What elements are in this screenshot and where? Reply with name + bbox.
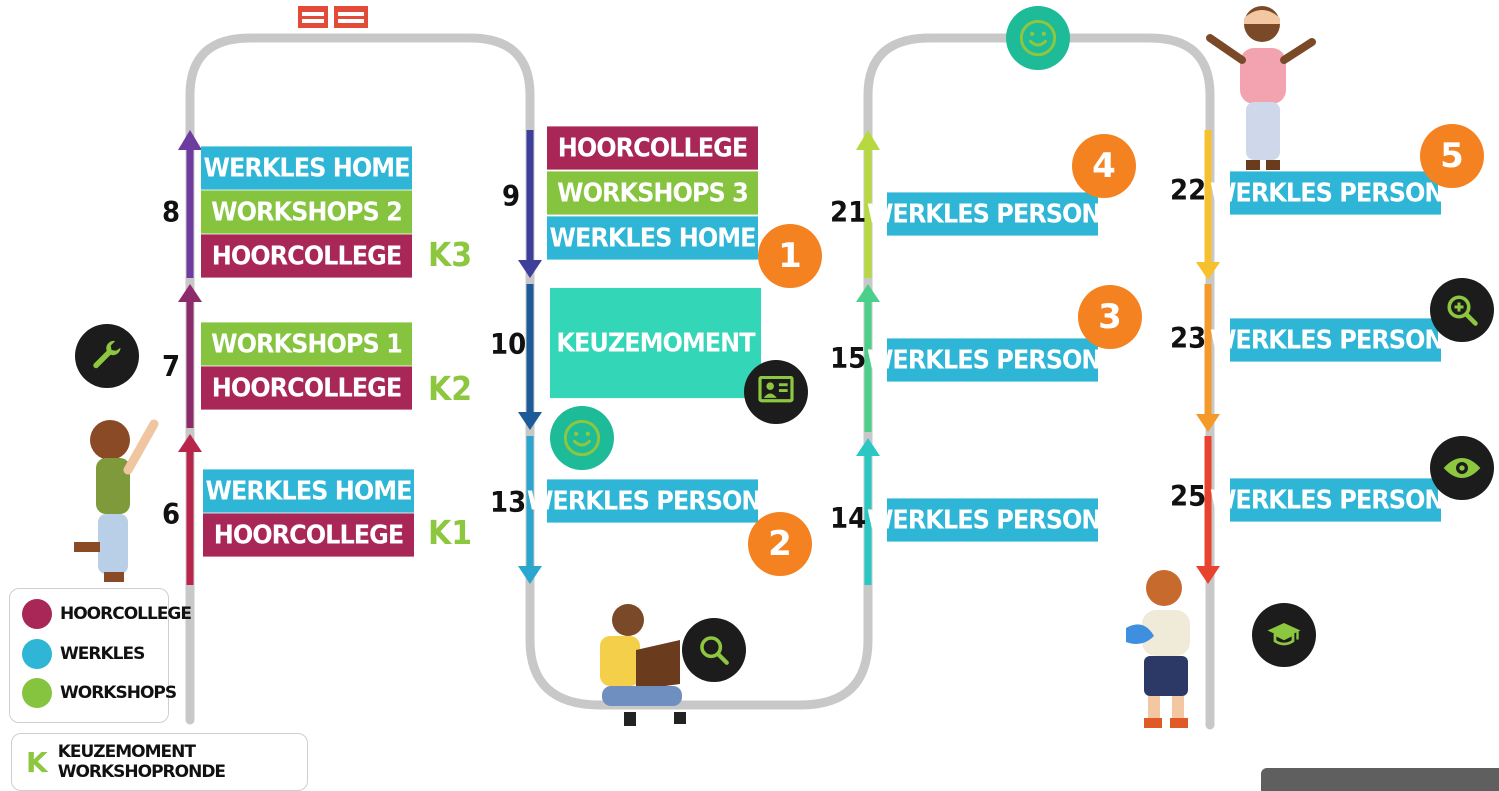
week-number-7: 7 <box>162 350 181 384</box>
legend-label: WERKLES <box>60 644 145 664</box>
arrow-head-week22 <box>1196 262 1220 280</box>
week-number-13: 13 <box>490 486 527 520</box>
week-number-14: 14 <box>830 502 867 536</box>
legend: HOORCOLLEGE WERKLES WORKSHOPS <box>9 588 192 723</box>
block-werkles-persona: WERKLES PERSONA <box>527 479 779 523</box>
block-hoorcollege: HOORCOLLEGE <box>201 366 412 410</box>
week-number-25: 25 <box>1170 480 1207 514</box>
graduation-icon <box>1252 603 1316 667</box>
arrow-head-week15 <box>856 284 880 302</box>
week-number-21: 21 <box>830 196 867 230</box>
waving-child-illustration <box>1206 6 1316 170</box>
arrow-head-week13 <box>518 566 542 584</box>
legend-item-werkles: WERKLES <box>22 639 145 669</box>
corner-widget[interactable] <box>1261 768 1499 791</box>
legend-item-hoorcollege: HOORCOLLEGE <box>22 599 192 629</box>
k-marker-k1: K1 <box>428 514 473 553</box>
week-number-23: 23 <box>1170 322 1207 356</box>
arrow-head-week14 <box>856 438 880 456</box>
block-werkles-persona: WERKLES PERSONA <box>1210 478 1462 522</box>
track-line <box>185 33 1215 730</box>
block-werkles-persona: WERKLES PERSONA <box>1210 318 1462 362</box>
thinking-child-illustration <box>1126 570 1190 728</box>
wrench-icon <box>75 324 139 388</box>
arrow-head-week9 <box>518 260 542 278</box>
week-number-15: 15 <box>830 342 867 376</box>
legend-label: HOORCOLLEGE <box>60 604 192 624</box>
legend-label: WORKSHOPS <box>60 683 177 703</box>
block-workshops: WORKSHOPS 2 <box>201 190 412 234</box>
week-number-9: 9 <box>502 180 521 214</box>
arrow-head-week21 <box>856 130 880 150</box>
block-workshops: WORKSHOPS 1 <box>201 322 412 366</box>
block-werkles-persona: WERKLES PERSONA <box>867 338 1119 382</box>
smiley-icon <box>550 406 614 470</box>
badge-1: 1 <box>758 224 822 288</box>
block-werkles-home: WERKLES HOME <box>203 469 414 513</box>
badge-3: 3 <box>1078 285 1142 349</box>
arrow-head-week10 <box>518 412 542 430</box>
legend-dot <box>22 678 52 708</box>
block-werkles-home: WERKLES HOME <box>547 216 758 260</box>
presentation-icon <box>744 360 808 424</box>
search-icon <box>682 618 746 682</box>
block-werkles-home: WERKLES HOME <box>201 146 412 190</box>
calendar-icon <box>298 6 368 28</box>
block-werkles-persona: WERKLES PERSONA <box>867 498 1119 542</box>
arrow-head-week25 <box>1196 566 1220 584</box>
arrow-head-week23 <box>1196 414 1220 432</box>
badge-4: 4 <box>1072 134 1136 198</box>
block-hoorcollege: HOORCOLLEGE <box>203 513 414 557</box>
legend-item-workshops: WORKSHOPS <box>22 678 177 708</box>
eye-icon <box>1430 436 1494 500</box>
k-marker-k3: K3 <box>428 236 473 275</box>
block-werkles-persona: WERKLES PERSONA <box>867 192 1119 236</box>
k-marker-k2: K2 <box>428 370 473 409</box>
child-illustration <box>74 419 159 582</box>
zoom-in-icon <box>1430 278 1494 342</box>
badge-2: 2 <box>748 512 812 576</box>
k-symbol: K <box>26 745 48 779</box>
arrow-head-week6 <box>178 434 202 452</box>
block-hoorcollege: HOORCOLLEGE <box>547 126 758 170</box>
block-keuzemoment: KEUZEMOMENT <box>550 287 761 399</box>
block-werkles-persona: WERKLES PERSONA <box>1210 171 1462 215</box>
week-number-22: 22 <box>1170 174 1207 208</box>
arrow-head-week7 <box>178 284 202 302</box>
legend-dot <box>22 599 52 629</box>
arrow-head-week8 <box>178 130 202 150</box>
block-workshops: WORKSHOPS 3 <box>547 171 758 215</box>
reading-child-illustration <box>600 604 686 726</box>
smiley-icon <box>1006 6 1070 70</box>
block-hoorcollege: HOORCOLLEGE <box>201 234 412 278</box>
badge-5: 5 <box>1420 124 1484 188</box>
k-label: KEUZEMOMENT WORKSHOPRONDE <box>57 742 226 782</box>
legend-dot <box>22 639 52 669</box>
week-number-6: 6 <box>162 498 181 532</box>
legend-keuzemoment: K KEUZEMOMENT WORKSHOPRONDE <box>11 733 308 791</box>
week-number-10: 10 <box>490 328 527 362</box>
week-number-8: 8 <box>162 196 181 230</box>
